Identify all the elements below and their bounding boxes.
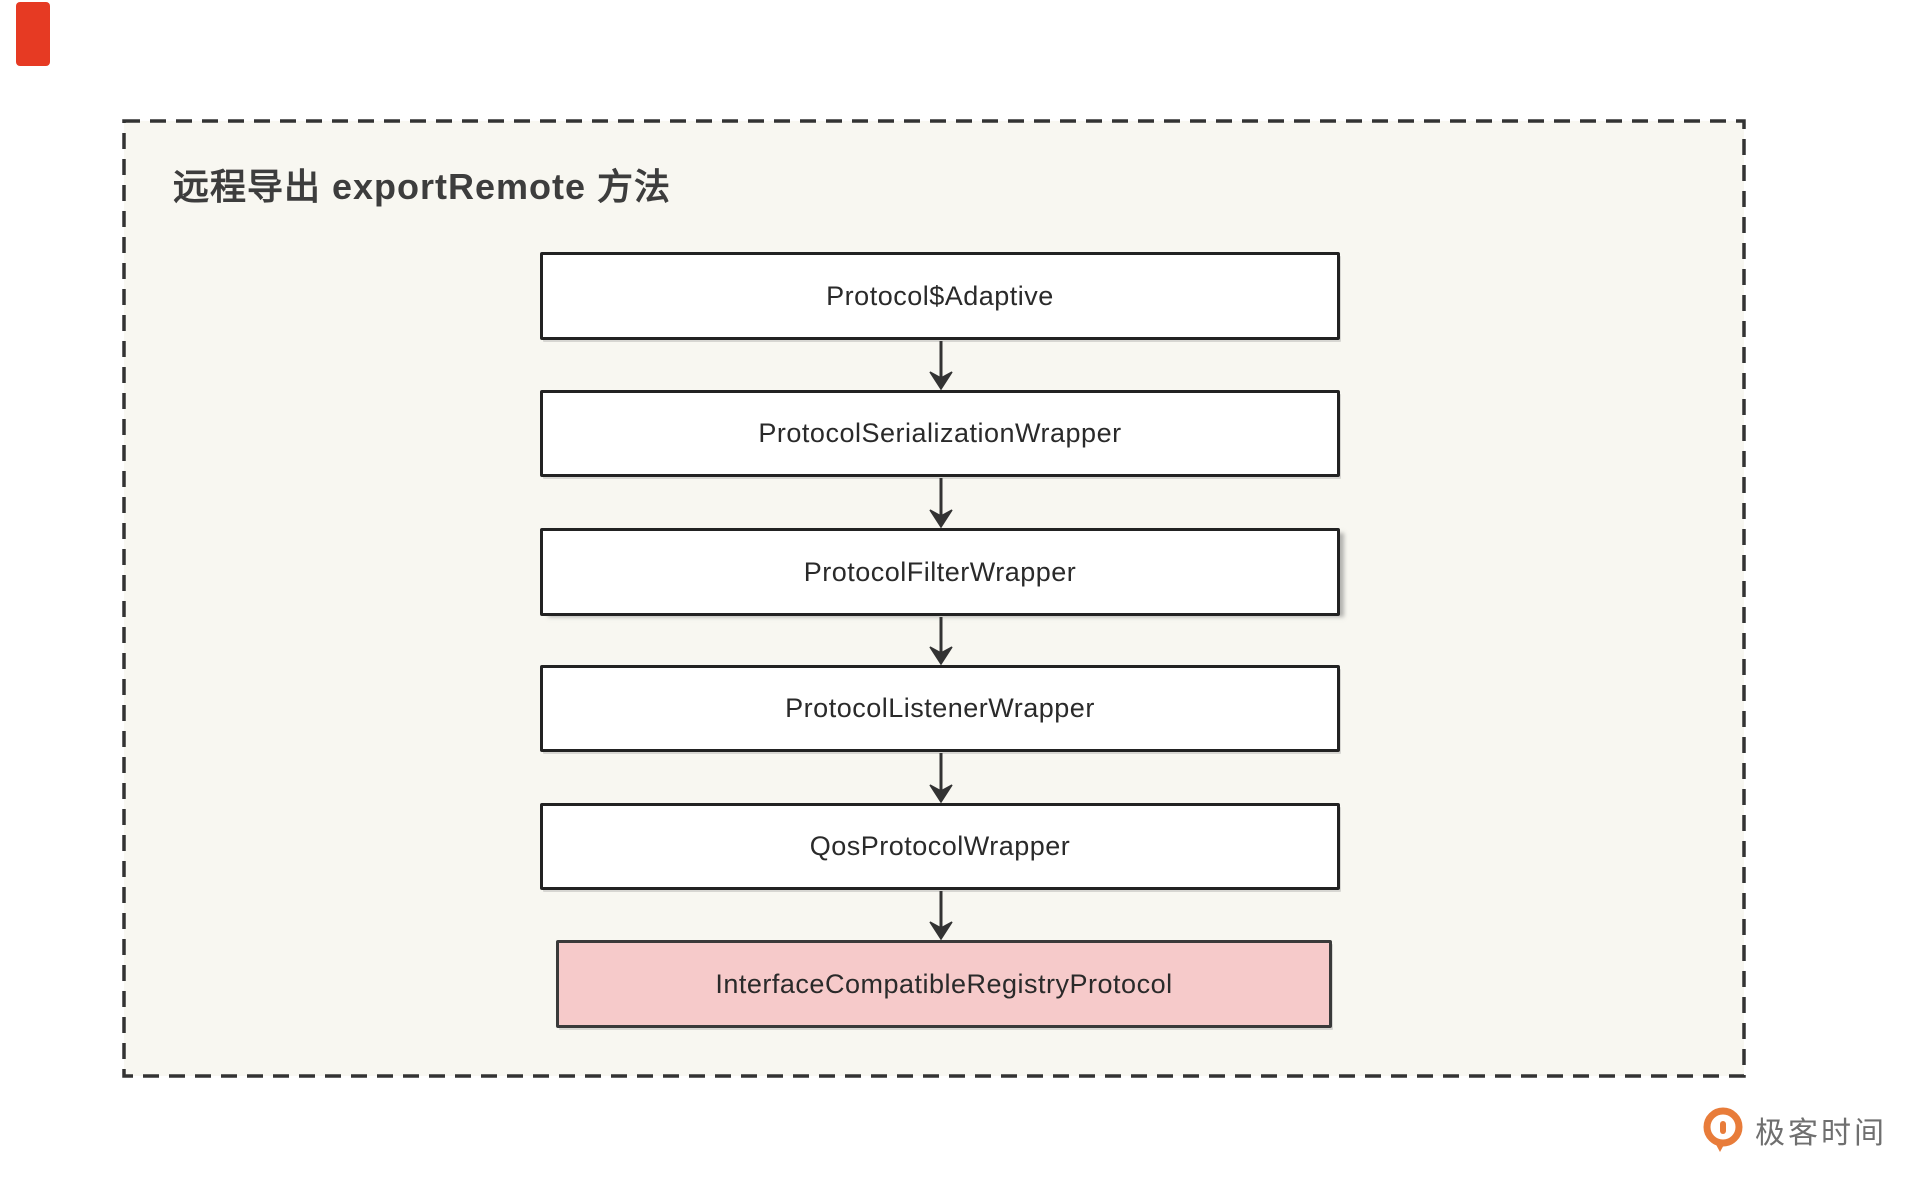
flow-node-qos-protocol-wrapper: QosProtocolWrapper: [540, 803, 1340, 890]
flow-node-protocol-listener-wrapper: ProtocolListenerWrapper: [540, 665, 1340, 752]
watermark: 极客时间: [1700, 1106, 1887, 1154]
flow-node-protocol-serialization-wrapper: ProtocolSerializationWrapper: [540, 390, 1340, 477]
flow-node-interface-compatible-registry-protocol: InterfaceCompatibleRegistryProtocol: [556, 940, 1332, 1028]
flow-node-protocol-adaptive: Protocol$Adaptive: [540, 252, 1340, 340]
geektime-logo-icon: [1703, 1107, 1743, 1152]
flow-node-label: ProtocolFilterWrapper: [803, 556, 1077, 587]
watermark-text: 极客时间: [1755, 1117, 1887, 1150]
flow-node-protocol-filter-wrapper: ProtocolFilterWrapper: [540, 528, 1340, 616]
flow-node-label: ProtocolSerializationWrapper: [758, 418, 1122, 448]
flow-node-label: InterfaceCompatibleRegistryProtocol: [715, 968, 1173, 999]
flow-node-label: ProtocolListenerWrapper: [785, 693, 1095, 723]
diagram-title: 远程导出 exportRemote 方法: [173, 166, 672, 207]
flow-node-label: QosProtocolWrapper: [809, 831, 1071, 861]
red-marker: [16, 2, 50, 66]
flow-node-label: Protocol$Adaptive: [826, 280, 1054, 311]
